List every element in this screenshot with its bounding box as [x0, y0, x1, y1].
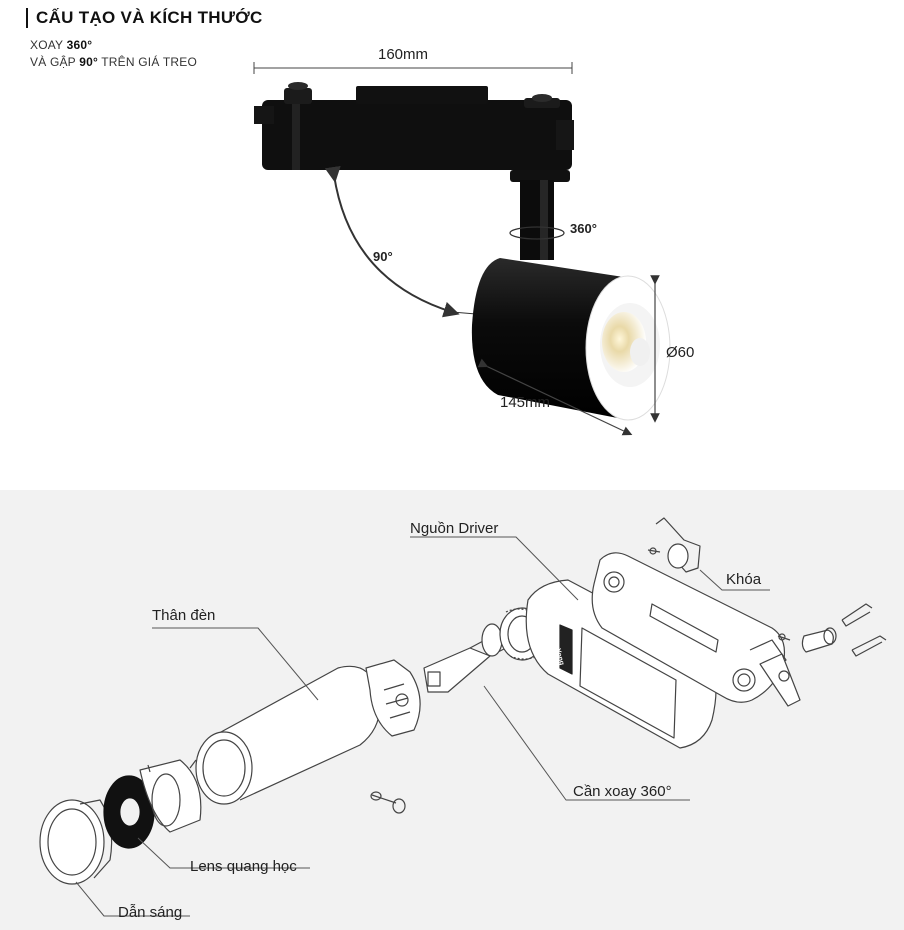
rotate-label: 360°	[570, 221, 597, 236]
adapter-plate	[591, 552, 787, 703]
reflector-cup	[139, 759, 202, 833]
leader-lines	[75, 536, 770, 917]
label-lens: Lens quang học	[190, 858, 297, 875]
track-adapter	[254, 82, 574, 182]
label-lock: Khóa	[726, 571, 762, 588]
exploded-view-section	[0, 490, 904, 930]
spring-clips	[801, 603, 887, 657]
heatsink-mount	[365, 659, 421, 737]
width-label: 160mm	[378, 46, 429, 63]
label-arm: Cần xoay 360°	[573, 783, 672, 800]
fold-label: 90°	[373, 249, 393, 264]
driver-housing	[525, 579, 717, 749]
diameter-label: Ø60	[666, 344, 695, 361]
length-label: 145mm	[500, 394, 551, 411]
screw	[370, 791, 406, 814]
label-body: Thân đèn	[152, 607, 216, 624]
lamp-housing	[195, 665, 381, 805]
fold-note: VÀ GẬP 90° TRÊN GIÁ TREO	[30, 55, 197, 69]
optical-lens	[103, 775, 155, 849]
light-guide-ring	[39, 799, 113, 885]
width-dimension-line	[253, 62, 573, 74]
rotating-stem	[509, 180, 565, 260]
fold-arc-leader	[451, 311, 477, 315]
length-dimension-line	[477, 358, 633, 436]
label-driver: Nguồn Driver	[410, 520, 499, 537]
fold-arc	[324, 165, 460, 318]
section-title: CẤU TẠO VÀ KÍCH THƯỚC	[26, 8, 263, 28]
label-light-guide: Dẫn sáng	[118, 904, 183, 921]
rotation-note: XOAY 360°	[30, 38, 93, 52]
lock-parts	[647, 517, 801, 707]
